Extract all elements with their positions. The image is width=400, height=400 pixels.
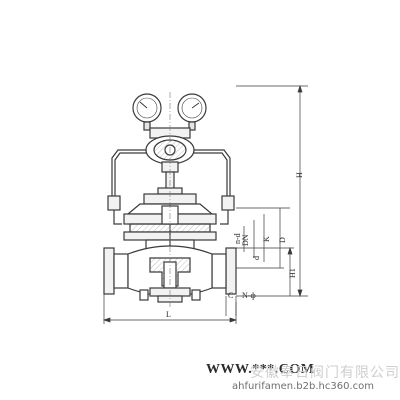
label-n-d: n-d [233, 233, 242, 244]
label-H: H [295, 172, 304, 178]
impulse-pipes [107, 149, 235, 225]
watermark-brand: WWW.***.COM [206, 362, 315, 377]
label-N-phi: N-ф [242, 291, 256, 300]
label-H1: H1 [288, 268, 297, 278]
watermark-url: ahfurifamen.b2b.hc360.com [232, 381, 374, 392]
dimension-labels: H H1 D K d DN n-d C N-ф L [166, 172, 304, 319]
pressure-gauges [132, 93, 207, 131]
label-K: K [262, 236, 271, 242]
label-DN: DN [241, 234, 250, 246]
dimension-lines [102, 84, 308, 324]
label-C: C [228, 291, 233, 300]
label-D: D [278, 237, 287, 243]
label-d: d [252, 256, 261, 260]
label-L: L [166, 310, 171, 319]
watermark-company: 安徽奉日阀门有限公司 [250, 365, 400, 381]
